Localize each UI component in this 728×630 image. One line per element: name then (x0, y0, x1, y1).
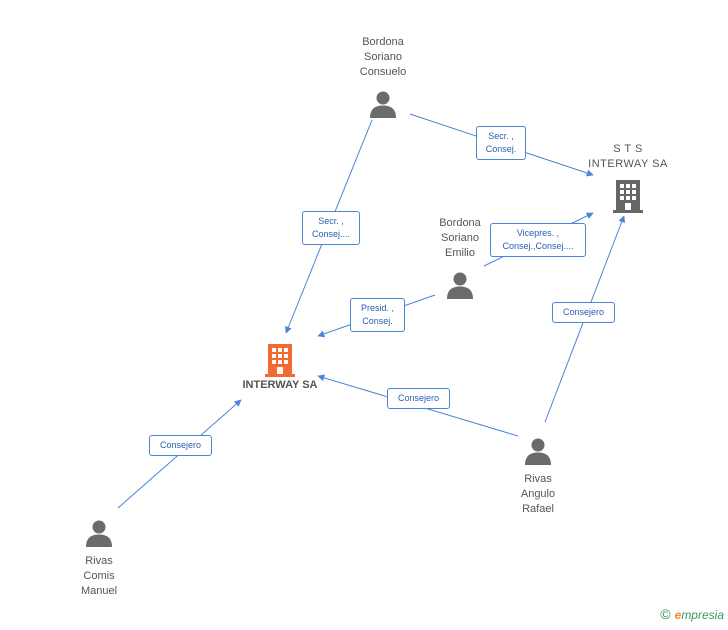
person-node-manuel[interactable]: Rivas Comis Manuel (49, 519, 149, 599)
person-name: Rivas Angulo Rafael (520, 473, 556, 515)
person-node-consuelo[interactable]: Bordona Soriano Consuelo (333, 35, 433, 118)
brand-name: mpresia (681, 608, 724, 622)
person-node-rafael[interactable]: Rivas Angulo Rafael (488, 437, 588, 517)
brand-initial: e (674, 608, 682, 622)
relation-label-emilio-interway[interactable]: Presid. , Consej. (350, 298, 405, 332)
person-icon (525, 438, 551, 465)
copyright-icon: © (660, 606, 671, 622)
relation-label-consuelo-sts[interactable]: Secr. , Consej. (476, 126, 526, 160)
relation-label-rafael-sts[interactable]: Consejero (552, 302, 615, 323)
footer-brand: ©empresia (660, 606, 724, 622)
person-icon (447, 272, 473, 299)
relation-label-rafael-interway[interactable]: Consejero (387, 388, 450, 409)
company-node-interway[interactable]: INTERWAY SA (228, 342, 332, 393)
relation-label-emilio-sts[interactable]: Vicepres. , Consej.,Consej.... (490, 223, 586, 257)
company-node-sts-interway[interactable]: S T S INTERWAY SA (578, 142, 678, 214)
person-node-emilio[interactable]: Bordona Soriano Emilio (410, 216, 510, 299)
relation-label-manuel-interway[interactable]: Consejero (149, 435, 212, 456)
relation-label-consuelo-interway[interactable]: Secr. , Consej.... (302, 211, 360, 245)
person-name: Rivas Comis Manuel (80, 555, 118, 597)
person-name: Bordona Soriano Emilio (439, 217, 481, 259)
person-name: Bordona Soriano Consuelo (359, 36, 407, 78)
person-icon (370, 91, 396, 118)
company-name: S T S INTERWAY SA (588, 143, 668, 170)
building-icon (613, 180, 643, 213)
building-icon (265, 344, 295, 377)
person-icon (86, 520, 112, 547)
company-name: INTERWAY SA (242, 379, 318, 391)
